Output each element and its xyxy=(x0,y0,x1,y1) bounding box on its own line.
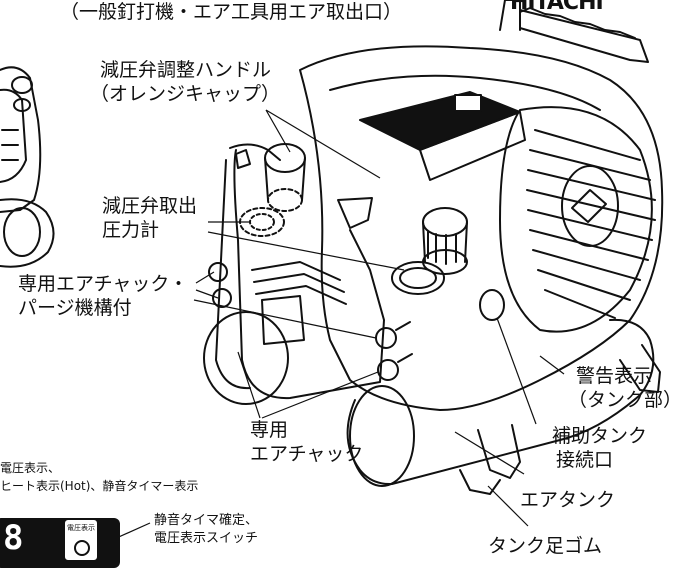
reducer-outlet-label: 減圧弁取出 xyxy=(102,195,198,217)
voltage-display-note: 電圧表示、 xyxy=(0,461,61,475)
tank-foot-rubber xyxy=(477,424,521,479)
pressure-gauge-label: 圧力計 xyxy=(102,219,160,241)
dedicated-label: 専用 xyxy=(250,419,289,441)
silent-timer-label: 静音タイマ確定、 xyxy=(154,513,259,528)
leader-aux-tank xyxy=(496,317,537,425)
reducer-handle-label: 減圧弁調整ハンドル xyxy=(100,59,272,81)
tank-part-label: （タンク部） xyxy=(568,389,673,411)
power-button-icon xyxy=(74,540,90,556)
leader-air-tank xyxy=(454,431,525,475)
dedicated-chuck-label: エアチャック xyxy=(250,443,364,465)
front-frame xyxy=(233,149,385,400)
leader-reducer-handle xyxy=(265,109,381,179)
leader-dedicated-chuck xyxy=(237,351,379,419)
warning-display-label: 警告表示 xyxy=(576,365,653,387)
leader-gauge xyxy=(207,231,405,271)
pressure-gauge-knob xyxy=(422,207,468,275)
pressure-gauge xyxy=(391,261,445,295)
brand-logo: HITACHI xyxy=(510,0,604,15)
fan-grille xyxy=(499,106,656,333)
tank-foot-label: タンク足ゴム xyxy=(488,535,603,557)
purge-mechanism-label: パージ機構付 xyxy=(18,297,132,319)
top-port-caption: （一般釘打機・エア工具用エア取出口） xyxy=(60,1,403,23)
heat-timer-display-note: ヒート表示(Hot)、静音タイマー表示 xyxy=(0,479,199,493)
voltage-display-button[interactable]: 電圧表示 xyxy=(63,518,99,562)
voltage-button-label: 電圧表示 xyxy=(67,524,95,532)
control-panel-inset: 8 電圧表示 xyxy=(0,518,120,568)
leader-warning xyxy=(539,355,565,375)
carry-handle xyxy=(499,0,649,63)
compressor-body xyxy=(299,45,664,411)
air-tank-label: エアタンク xyxy=(520,489,616,511)
seven-segment-display: 8 xyxy=(3,518,24,558)
leader-air-chuck-purge xyxy=(193,271,377,339)
air-chuck-purge-label: 専用エアチャック・ xyxy=(18,273,189,295)
aux-tank-label: 補助タンク xyxy=(552,425,648,447)
orange-cap-label: （オレンジキャップ） xyxy=(90,83,281,105)
secondary-compressor-drawing xyxy=(0,66,55,268)
aux-tank-port-label: 接続口 xyxy=(556,449,614,471)
air-chuck-left xyxy=(208,262,232,308)
leader-tank-foot xyxy=(487,485,529,527)
aux-tank-port xyxy=(479,289,505,321)
voltage-switch-label: 電圧表示スイッチ xyxy=(154,531,259,546)
